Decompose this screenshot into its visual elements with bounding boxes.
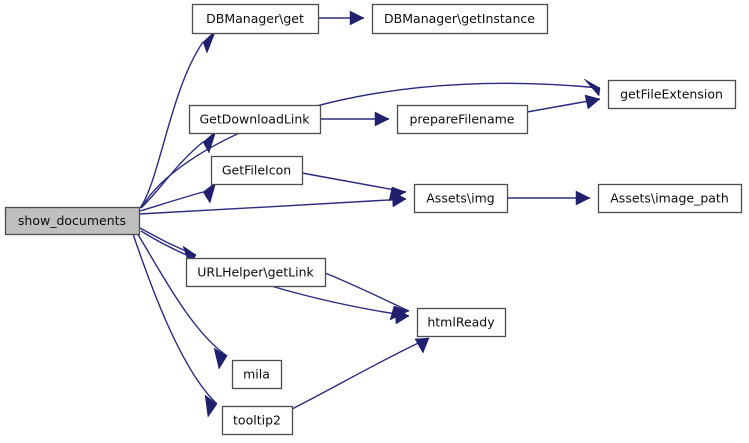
node-tooltip2[interactable]: tooltip2: [221, 405, 294, 436]
edge-line: [301, 172, 407, 193]
node-box[interactable]: [191, 3, 320, 35]
edge-show_documents-to-getfileicon: [139, 181, 217, 212]
node-box[interactable]: [210, 155, 304, 186]
edge-line: [132, 233, 218, 405]
arrowhead-icon: [204, 394, 218, 418]
node-label: show_documents: [18, 213, 126, 228]
edge-show_documents-to-tooltip2: [132, 233, 218, 418]
node-dbmanager_get[interactable]: DBManager\get: [191, 3, 320, 35]
node-box[interactable]: [597, 183, 743, 214]
node-label: DBManager\get: [206, 11, 304, 26]
arrowhead-icon: [388, 186, 407, 202]
edge-assets_img-to-assets_image_path: [507, 190, 591, 206]
node-label: htmlReady: [427, 315, 495, 330]
node-box[interactable]: [188, 104, 322, 135]
edge-dbmanager_get-to-dbmanager_getinstance: [318, 10, 365, 26]
edge-line: [136, 232, 228, 357]
node-preparefilename[interactable]: prepareFilename: [396, 104, 529, 135]
node-label: DBManager\getInstance: [384, 11, 535, 26]
node-assets_img[interactable]: Assets\img: [413, 183, 509, 214]
edge-show_documents-to-getdownloadlink: [140, 130, 217, 209]
node-dbmanager_getinstance[interactable]: DBManager\getInstance: [371, 3, 549, 35]
edge-preparefilename-to-getfileextension: [526, 94, 601, 113]
edge-line: [324, 272, 410, 312]
edge-line: [138, 198, 407, 215]
edge-layer: [132, 10, 601, 418]
arrowhead-icon: [583, 78, 601, 97]
node-getfileextension[interactable]: getFileExtension: [607, 79, 737, 110]
edge-line: [139, 191, 204, 212]
node-label: getFileExtension: [620, 87, 723, 102]
edge-show_documents-to-dbmanager_get: [139, 29, 217, 209]
arrowhead-icon: [202, 29, 217, 54]
edge-getfileicon-to-assets_img: [301, 172, 407, 202]
node-label: GetFileIcon: [222, 163, 291, 178]
edge-show_documents-to-mila: [136, 232, 228, 370]
arrowhead-icon: [213, 347, 228, 370]
node-htmlready[interactable]: htmlReady: [416, 307, 507, 338]
node-label: GetDownloadLink: [199, 112, 310, 127]
node-label: tooltip2: [233, 413, 281, 428]
node-label: mila: [243, 367, 270, 382]
node-box[interactable]: [4, 206, 141, 236]
arrowhead-icon: [414, 337, 430, 354]
node-urlhelper_getlink[interactable]: URLHelper\getLink: [185, 257, 327, 288]
node-getfileicon[interactable]: GetFileIcon: [210, 155, 304, 186]
node-show_documents[interactable]: show_documents: [4, 206, 141, 236]
node-label: Assets\img: [426, 191, 494, 206]
edge-tooltip2-to-htmlready: [291, 337, 430, 410]
edge-line: [139, 41, 204, 209]
node-mila[interactable]: mila: [231, 359, 283, 390]
node-box[interactable]: [221, 405, 294, 436]
node-box[interactable]: [185, 257, 327, 288]
arrowhead-icon: [349, 10, 365, 26]
arrowhead-icon: [202, 181, 217, 204]
node-box[interactable]: [413, 183, 509, 214]
node-label: URLHelper\getLink: [197, 265, 314, 280]
edge-getdownloadlink-to-preparefilename: [320, 111, 390, 127]
node-box[interactable]: [371, 3, 549, 35]
node-box[interactable]: [416, 307, 507, 338]
arrowhead-icon: [374, 111, 390, 127]
node-getdownloadlink[interactable]: GetDownloadLink: [188, 104, 322, 135]
edge-show_documents-to-assets_img: [138, 190, 407, 215]
node-box[interactable]: [231, 359, 283, 390]
node-box[interactable]: [607, 79, 737, 110]
edge-line: [140, 141, 204, 209]
node-label: Assets\image_path: [610, 191, 729, 206]
arrowhead-icon: [389, 305, 410, 321]
arrowhead-icon: [202, 130, 217, 154]
node-box[interactable]: [396, 104, 529, 135]
edge-line: [291, 337, 430, 410]
node-assets_image_path[interactable]: Assets\image_path: [597, 183, 743, 214]
node-layer: show_documents DBManager\get DBManager\get…: [4, 3, 743, 436]
arrowhead-icon: [584, 94, 601, 110]
node-label: prepareFilename: [409, 112, 514, 127]
edge-urlhelper_getlink-to-htmlready: [324, 272, 410, 321]
arrowhead-icon: [575, 190, 591, 206]
